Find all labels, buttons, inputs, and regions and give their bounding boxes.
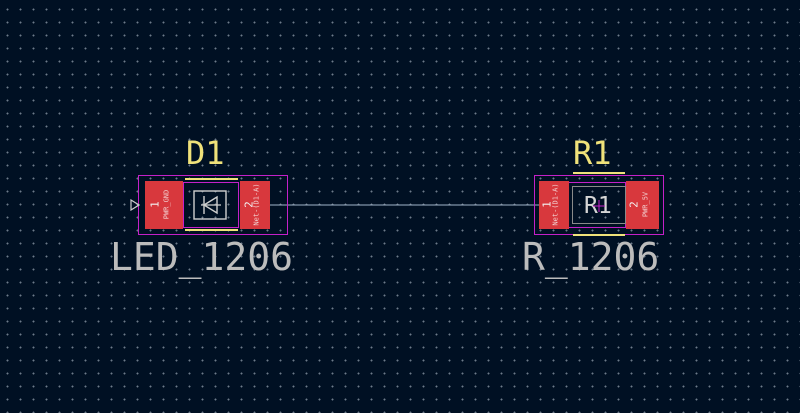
r1-silk-bottom <box>573 234 625 236</box>
d1-reference-label: D1 <box>186 134 225 172</box>
r1-pad-2-net: PWR_5V <box>641 191 650 218</box>
r1-pad-2[interactable]: 2 PWR_5V <box>626 181 659 229</box>
d1-pad-1-number: 1 <box>148 201 162 208</box>
r1-value-label: R_1206 <box>522 235 660 279</box>
d1-pin1-marker-icon <box>130 199 140 211</box>
d1-pad-1-net: PWR_GND <box>162 189 171 220</box>
d1-pad-1[interactable]: 1 PWR_GND <box>145 181 183 229</box>
d1-pad-2[interactable]: 2 Net-(D1-A) <box>240 181 270 229</box>
r1-fab-body <box>572 186 626 224</box>
r1-anchor-icon <box>593 200 605 212</box>
d1-silk-bottom <box>185 229 238 231</box>
d1-pad-2-net: Net-(D1-A) <box>252 183 261 226</box>
r1-pad-1[interactable]: 1 Net-(D1-A) <box>539 181 569 229</box>
d1-courtyard-inner <box>183 182 239 228</box>
r1-pad-1-net: Net-(D1-A) <box>551 183 560 226</box>
r1-reference-label: R1 <box>573 134 612 172</box>
diode-icon <box>193 190 227 220</box>
r1-silk-top <box>573 172 625 174</box>
r1-pad-2-number: 2 <box>627 201 641 208</box>
d1-silk-top <box>185 178 238 180</box>
d1-value-label: LED_1206 <box>110 235 294 279</box>
